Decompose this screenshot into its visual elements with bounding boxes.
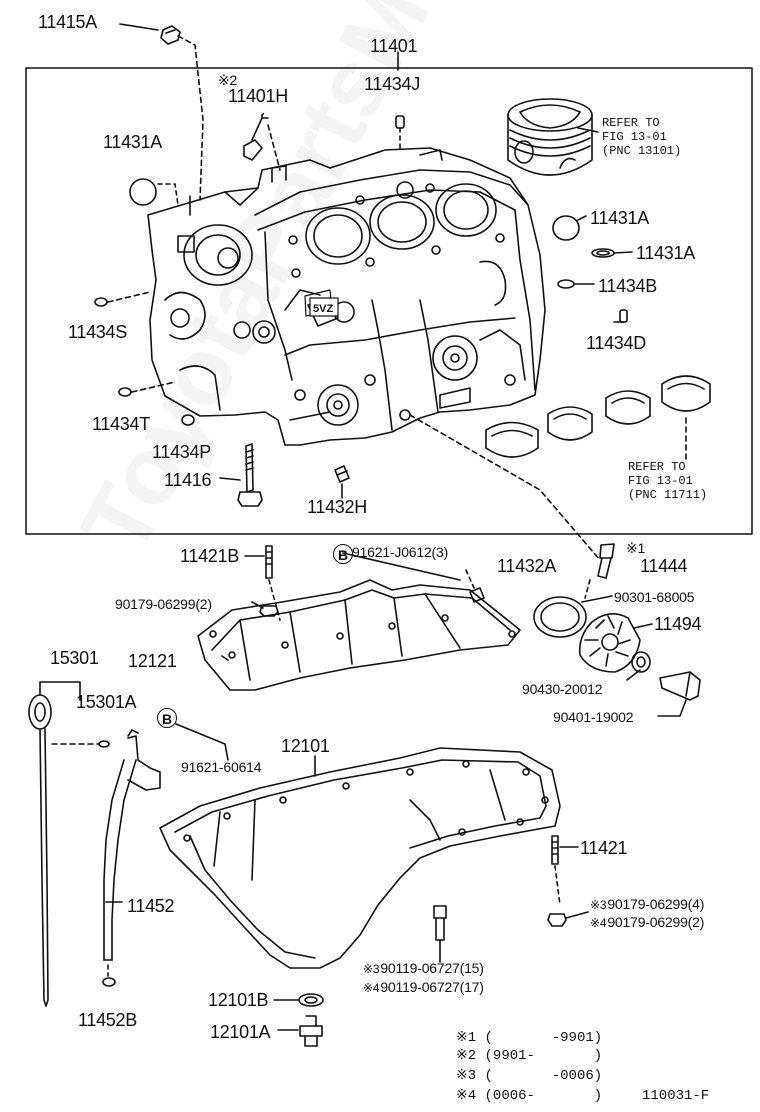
label-90301-68005: 90301-68005 xyxy=(614,589,695,605)
label-12101A: 12101A xyxy=(210,1022,271,1042)
label-15301A: 15301A xyxy=(76,692,137,712)
label-91621-J0612: 91621-J0612(3) xyxy=(352,544,449,560)
label-11434P: 11434P xyxy=(152,442,211,462)
label-11416: 11416 xyxy=(164,470,212,490)
label-90119-06727-15: ※390119-06727(15) xyxy=(363,960,484,976)
circle-B-marker-upper: B xyxy=(333,544,353,564)
refer-note-bearing: REFER TO FIG 13-01 (PNC 11711) xyxy=(628,460,708,502)
stud-11421B xyxy=(265,545,273,579)
footnote-2: ※2 (9901- ) xyxy=(456,1048,603,1064)
label-11432A: 11432A xyxy=(497,556,556,576)
label-11434D: 11434D xyxy=(586,333,646,353)
label-11421: 11421 xyxy=(580,838,628,858)
label-90179-06299-2-lower: ※490179-06299(2) xyxy=(590,914,705,930)
label-11431A-ball: 11431A xyxy=(590,208,649,228)
stud-11401H xyxy=(243,117,269,161)
bolt-11444 xyxy=(597,543,615,579)
marker-3: ※3 xyxy=(363,962,380,976)
label-11434J: 11434J xyxy=(364,74,420,94)
label-90401-19002: 90401-19002 xyxy=(553,709,634,725)
figure-code: 110031-F xyxy=(642,1088,710,1104)
label-12101B: 12101B xyxy=(208,990,269,1010)
label-11494: 11494 xyxy=(654,614,702,634)
bolt-90119 xyxy=(433,905,447,941)
dipstick-guide-11452 xyxy=(103,729,161,961)
marker-1-11444: ※1 xyxy=(626,540,646,556)
label-90179-06299-4: ※390179-06299(4) xyxy=(590,896,705,912)
label-11421B: 11421B xyxy=(180,546,239,566)
piston-assembly xyxy=(507,98,593,176)
drain-plug-12101A xyxy=(299,1015,323,1047)
label-11431A-washer: 11431A xyxy=(636,243,695,263)
oil-pan-12101 xyxy=(159,747,561,969)
label-11401H: 11401H xyxy=(228,86,288,106)
engine-code-emblem: 5VZ xyxy=(309,297,339,317)
marker-4: ※4 xyxy=(363,981,380,995)
marker-2-11401H: ※2 xyxy=(218,72,238,88)
bolt-11416 xyxy=(237,443,263,507)
circle-B-marker-lower: B xyxy=(157,708,177,728)
stud-11421 xyxy=(551,835,559,865)
engine-block xyxy=(147,147,546,446)
oil-pump-11494 xyxy=(578,613,641,673)
label-11444: 11444 xyxy=(640,556,688,576)
marker-3: ※3 xyxy=(590,898,607,912)
engine-code-text: 5VZ xyxy=(313,303,333,315)
label-11434S: 11434S xyxy=(68,322,127,342)
label-11452: 11452 xyxy=(127,896,175,916)
label-12121: 12121 xyxy=(128,651,177,671)
block-group-frame xyxy=(25,67,753,535)
crank-bearing-shells xyxy=(485,375,711,458)
label-12101: 12101 xyxy=(281,736,330,756)
label-11452B: 11452B xyxy=(78,1010,137,1030)
label-15301: 15301 xyxy=(50,648,99,668)
dipstick-15301 xyxy=(28,694,52,1007)
bolt-90401 xyxy=(659,671,701,701)
footnote-4: ※4 (0006- ) xyxy=(456,1088,603,1104)
label-11431A-left: 11431A xyxy=(103,132,162,152)
oil-baffle-plate xyxy=(197,579,521,691)
label-11415A: 11415A xyxy=(38,12,97,32)
label-91621-60614: 91621-60614 xyxy=(181,759,262,775)
label-90179-06299-upper: 90179-06299(2) xyxy=(115,596,212,612)
footnote-1: ※1 ( -9901) xyxy=(456,1030,603,1046)
label-90430-20012: 90430-20012 xyxy=(522,681,603,697)
label-11434T: 11434T xyxy=(92,414,150,434)
footnote-3: ※3 ( -0006) xyxy=(456,1068,603,1084)
label-11434B: 11434B xyxy=(598,276,657,296)
refer-note-piston: REFER TO FIG 13-01 (PNC 13101) xyxy=(602,116,682,158)
label-90119-06727-17: ※490119-06727(17) xyxy=(363,979,484,995)
label-11401: 11401 xyxy=(370,36,418,56)
plug-11415A xyxy=(160,25,181,45)
marker-4: ※4 xyxy=(590,916,607,930)
label-11432H: 11432H xyxy=(307,497,367,517)
